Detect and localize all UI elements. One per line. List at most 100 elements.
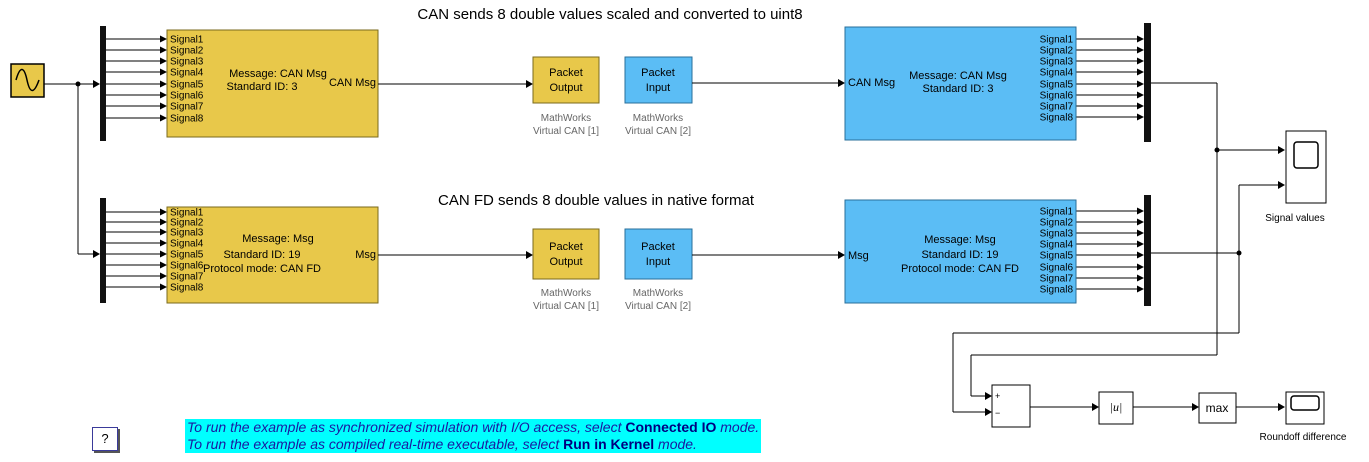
mux-bar-can[interactable]	[100, 26, 106, 141]
demux-canfd-arrowhead-1	[1137, 207, 1144, 215]
note-line2-text: To run the example as compiled real-time…	[187, 436, 564, 452]
can-pack-block[interactable]: Signal1Signal2Signal3Signal4Signal5Signa…	[166, 29, 379, 138]
can-unpack-signal-2: Signal2	[1040, 46, 1074, 57]
packet-output-label1: Packet	[549, 67, 583, 79]
canfd-pack-mode: Protocol mode: CAN FD	[203, 263, 321, 275]
canfd-pack-signal-8: Signal8	[170, 283, 204, 294]
mux-canfd-arrowhead-3	[160, 228, 167, 236]
output-wires	[952, 82, 1285, 416]
canfd-pack-signal-5: Signal5	[170, 250, 204, 261]
demux-bar-can[interactable]	[1144, 23, 1151, 142]
packet-input-fd-caption1: MathWorks	[633, 288, 683, 299]
mux-bar-canfd[interactable]	[100, 198, 106, 303]
packet-output-fd-caption1: MathWorks	[541, 288, 591, 299]
demux-canfd-arrowhead-7	[1137, 274, 1144, 282]
scope-screen-icon	[1293, 141, 1319, 169]
demux-bar-canfd[interactable]	[1144, 195, 1151, 306]
canfd-pack-id: Standard ID: 19	[223, 249, 300, 261]
demux-canfd-arrowhead-3	[1137, 229, 1144, 237]
scope-roundoff[interactable]	[1285, 391, 1325, 425]
canfd-title: CAN FD sends 8 double values in native f…	[438, 192, 755, 209]
packet-input-fd-label2: Input	[646, 256, 670, 268]
packet-input-block-canfd[interactable]: Packet Input	[624, 228, 693, 280]
mux-canfd-arrowhead-8	[160, 283, 167, 291]
can-unpack-in-port: CAN Msg	[848, 77, 895, 89]
canfd-pack-signal-7: Signal7	[170, 272, 204, 283]
can-pack-signal-8: Signal8	[170, 114, 204, 125]
canfd-unpack-block[interactable]: Msg Message: Msg Standard ID: 19 Protoco…	[844, 199, 1077, 304]
canfd-unpack-port-labels: Signal1Signal2Signal3Signal4Signal5Signa…	[1040, 207, 1074, 296]
mux-canfd-arrowhead-5	[160, 250, 167, 258]
packet-output-fd-label1: Packet	[549, 241, 583, 253]
scope-screen-icon	[1290, 395, 1320, 411]
scope-signal-values-label: Signal values	[1265, 213, 1324, 224]
demux-canfd-arrowhead-4	[1137, 240, 1144, 248]
canfd-pack-out-port: Msg	[355, 249, 376, 261]
scope-signal-values[interactable]	[1285, 130, 1327, 204]
packet-output-caption2: Virtual CAN [1]	[533, 126, 599, 137]
can-pack-signal-3: Signal3	[170, 57, 204, 68]
canfd-unpack-signal-5: Signal5	[1040, 251, 1074, 262]
can-pack-signal-6: Signal6	[170, 91, 204, 102]
demux-canfd-arrowhead-2	[1137, 218, 1144, 226]
packet-input-fd-label1: Packet	[641, 241, 675, 253]
mux-can-arrowhead-3	[160, 57, 167, 65]
packet-output-block-can[interactable]: Packet Output	[532, 56, 600, 104]
packet-output-block-canfd[interactable]: Packet Output	[532, 228, 600, 280]
demux-can-arrowhead-6	[1137, 91, 1144, 99]
can-unpack-id: Standard ID: 3	[923, 83, 994, 95]
abs-block[interactable]: |u|	[1098, 391, 1134, 425]
source-wires	[44, 80, 100, 258]
demux-canfd-arrowhead-6	[1137, 263, 1144, 271]
demux-can-arrowhead-5	[1137, 80, 1144, 88]
demux-can-arrowhead-8	[1137, 113, 1144, 121]
canfd-pack-signal-3: Signal3	[170, 228, 204, 239]
packet-output-fd-label2: Output	[549, 256, 582, 268]
sum-block[interactable]: + −	[991, 384, 1031, 428]
mux-canfd-arrows	[106, 208, 167, 291]
sine-wave-icon	[15, 68, 40, 92]
mux-can-arrowhead-8	[160, 114, 167, 122]
canfd-unpack-signal-7: Signal7	[1040, 274, 1074, 285]
canfd-pack-signal-4: Signal4	[170, 239, 204, 250]
note-line2: To run the example as compiled real-time…	[187, 436, 759, 453]
demux-canfd-arrowhead-5	[1137, 251, 1144, 259]
max-block[interactable]: max	[1198, 392, 1237, 424]
can-pack-signal-1: Signal1	[170, 35, 204, 46]
sine-wave-block[interactable]	[10, 63, 45, 98]
note-line1-text: To run the example as synchronized simul…	[187, 419, 626, 435]
canfd-unpack-signal-8: Signal8	[1040, 285, 1074, 296]
canfd-unpack-signal-4: Signal4	[1040, 240, 1074, 251]
sum-plus-sign: +	[995, 391, 1000, 401]
can-pack-message: Message: CAN Msg	[229, 68, 327, 80]
note-line1-end: mode.	[716, 419, 760, 435]
canfd-pack-port-labels: Signal1Signal2Signal3Signal4Signal5Signa…	[170, 208, 204, 294]
canfd-pack-block[interactable]: Signal1Signal2Signal3Signal4Signal5Signa…	[166, 206, 379, 304]
sum-minus-sign: −	[995, 408, 1000, 418]
packet-input-block-can[interactable]: Packet Input	[624, 56, 693, 104]
can-unpack-port-labels: Signal1Signal2Signal3Signal4Signal5Signa…	[1040, 35, 1074, 124]
canfd-unpack-signal-1: Signal1	[1040, 207, 1074, 218]
note-run-in-kernel: Run in Kernel	[563, 436, 655, 452]
help-button[interactable]: ?	[92, 427, 118, 451]
demux-can-arrowhead-4	[1137, 68, 1144, 76]
packet-input-caption2: Virtual CAN [2]	[625, 126, 691, 137]
mux-can-arrowhead-4	[160, 68, 167, 76]
can-pack-signal-7: Signal7	[170, 102, 204, 113]
mux-can-arrowhead-6	[160, 91, 167, 99]
packet-input-label2: Input	[646, 82, 670, 94]
demux-can-arrowhead-7	[1137, 102, 1144, 110]
mux-canfd-arrowhead-4	[160, 239, 167, 247]
mux-can-arrowhead-2	[160, 46, 167, 54]
can-unpack-block[interactable]: CAN Msg Message: CAN Msg Standard ID: 3 …	[844, 26, 1077, 141]
mux-can-arrowhead-7	[160, 102, 167, 110]
can-pack-id: Standard ID: 3	[227, 81, 298, 93]
can-pack-out-port: CAN Msg	[329, 77, 376, 89]
can-unpack-signal-8: Signal8	[1040, 113, 1074, 124]
packet-output-caption1: MathWorks	[541, 113, 591, 124]
can-unpack-signal-4: Signal4	[1040, 68, 1074, 79]
canfd-unpack-signal-2: Signal2	[1040, 218, 1074, 229]
max-label: max	[1206, 401, 1229, 415]
mux-can-arrows	[106, 35, 167, 122]
